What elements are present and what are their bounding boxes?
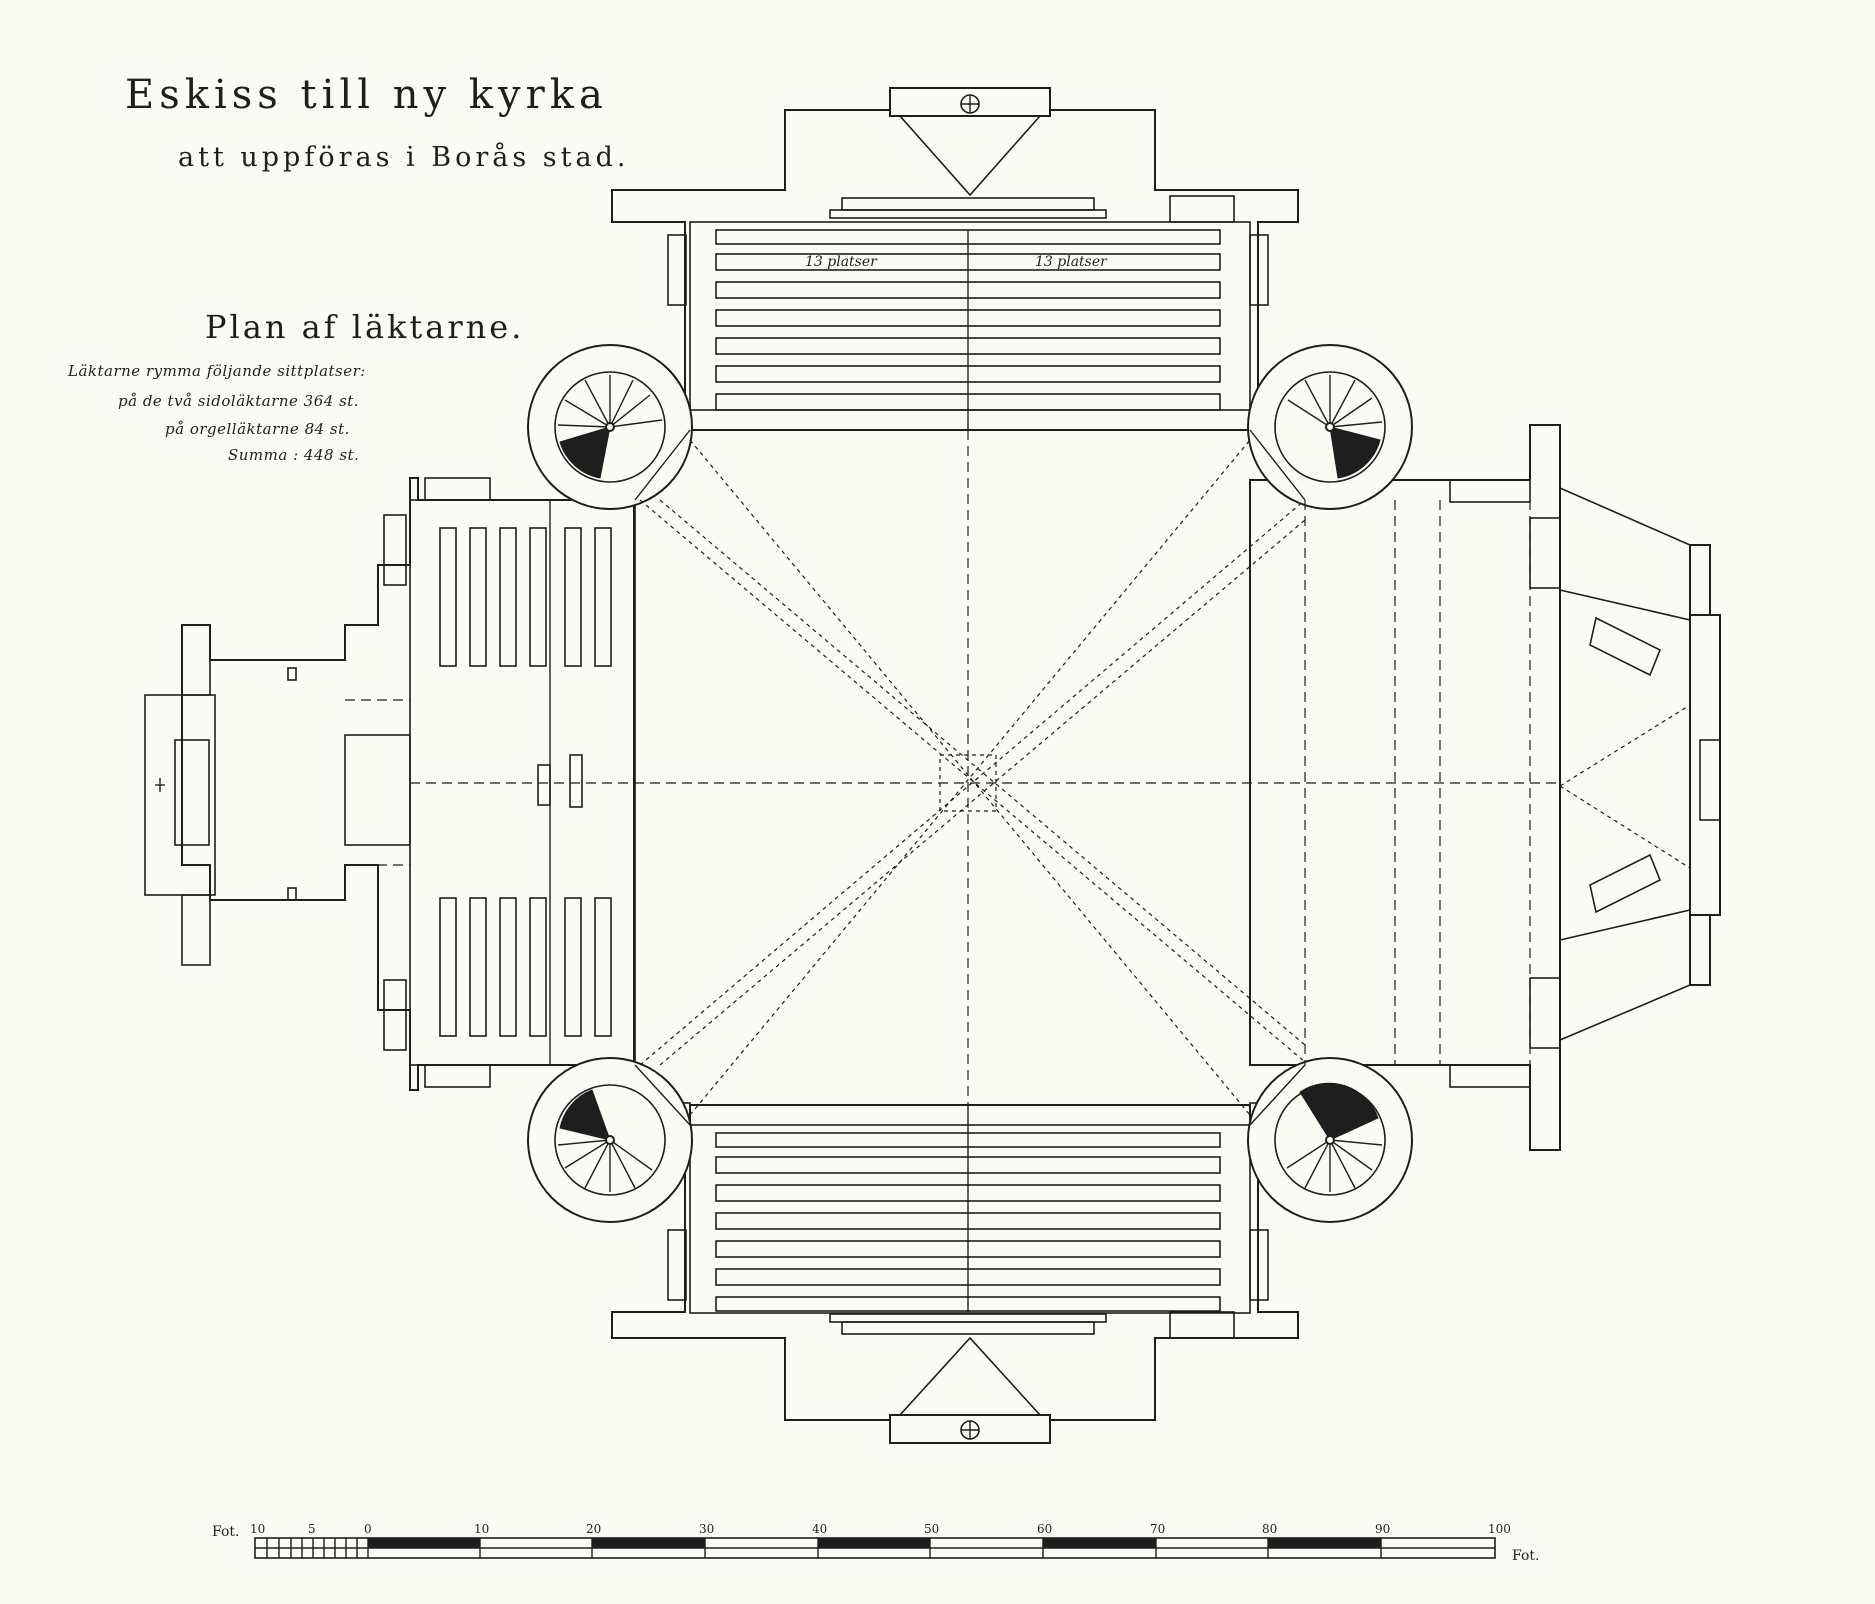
north-arm: [611, 87, 1299, 432]
scale-tick-label: 20: [586, 1522, 602, 1536]
scale-tick-label: 10: [474, 1522, 490, 1536]
pew-label-left: 13 platser: [805, 254, 877, 270]
drawing-subtitle: att uppföras i Borås stad.: [178, 142, 630, 173]
stair-tower-se: [1247, 1057, 1413, 1223]
scale-unit-right: Fot.: [1512, 1548, 1540, 1564]
plan-title: Plan af läktarne.: [205, 308, 525, 346]
east-arm: [1249, 424, 1721, 1151]
scale-tick-label: 80: [1262, 1522, 1278, 1536]
scale-tick-label: 50: [924, 1522, 940, 1536]
stair-tower-sw: [527, 1057, 693, 1223]
scale-tick-label: 0: [364, 1522, 372, 1536]
seating-note-sum: Summa : 448 st.: [228, 446, 360, 464]
seating-note-heading: Läktarne rymma följande sittplatser:: [68, 362, 366, 380]
pew-label-right: 13 platser: [1035, 254, 1107, 270]
scale-unit-left: Fot.: [212, 1524, 240, 1540]
scale-tick-label: 5: [308, 1522, 316, 1536]
scale-tick-label: 70: [1150, 1522, 1166, 1536]
stair-tower-ne: [1247, 344, 1413, 510]
scale-tick-label: 100: [1488, 1522, 1511, 1536]
drawing-title: Eskiss till ny kyrka: [125, 72, 608, 118]
stair-tower-nw: [527, 344, 693, 510]
central-crossing: [410, 429, 1560, 1126]
south-pews: [715, 1105, 1221, 1312]
scale-tick-label: 60: [1037, 1522, 1053, 1536]
scale-tick-label: 30: [699, 1522, 715, 1536]
scale-tick-label: 40: [812, 1522, 828, 1536]
seating-note-side-galleries: på de två sidoläktarne 364 st.: [118, 392, 360, 410]
scale-tick-label: 10: [250, 1522, 266, 1536]
scale-tick-label: 90: [1375, 1522, 1391, 1536]
west-arm: [144, 477, 636, 1091]
south-arm: [611, 1102, 1299, 1444]
organ-gallery-pews: [345, 527, 612, 1037]
north-pews: [715, 229, 1221, 430]
seating-note-organ-gallery: på orgelläktarne 84 st.: [165, 420, 350, 438]
scale-bar: [254, 1537, 1496, 1559]
